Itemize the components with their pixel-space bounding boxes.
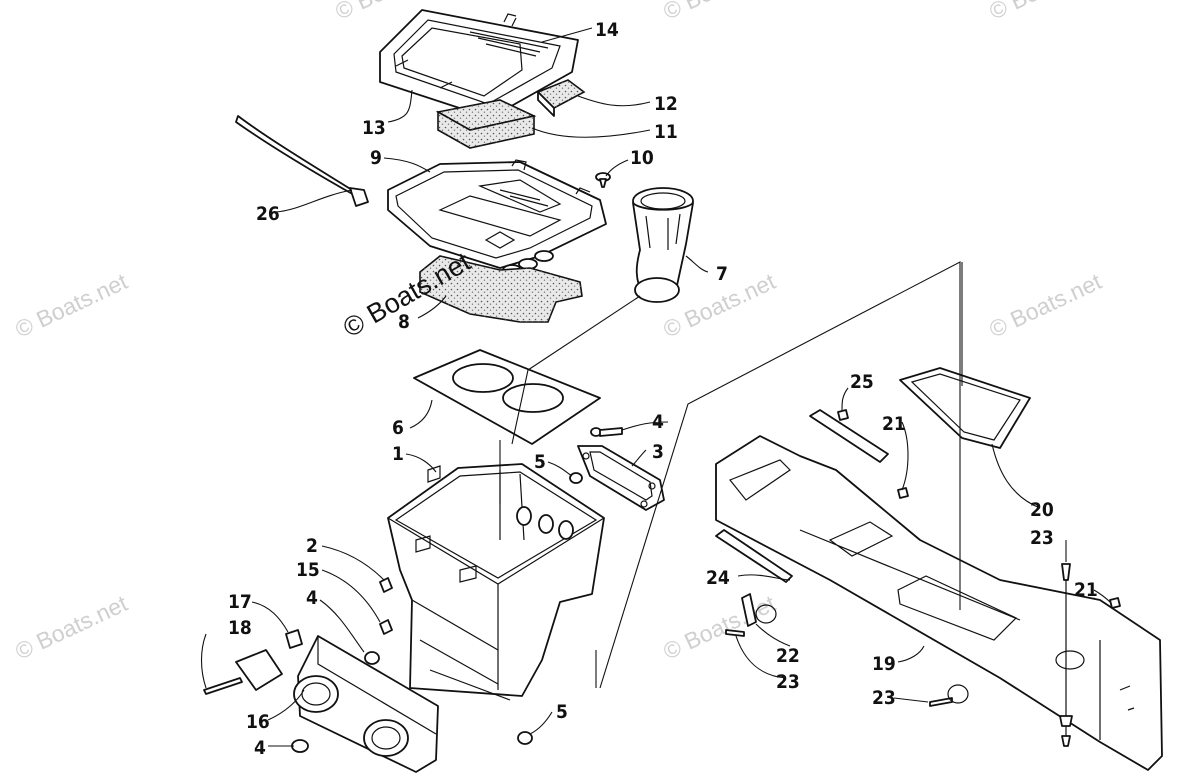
callout-12: 12 xyxy=(654,93,678,115)
callout-9: 9 xyxy=(370,147,382,169)
part-11-filter xyxy=(435,99,537,149)
part-15-nut xyxy=(379,619,393,635)
callout-24: 24 xyxy=(706,567,730,589)
callout-17: 17 xyxy=(228,591,252,613)
callout-23-mid: 23 xyxy=(776,671,800,693)
callout-16: 16 xyxy=(246,711,270,733)
callout-8-number: 8 xyxy=(398,311,410,333)
callout-11: 11 xyxy=(654,121,678,143)
callout-7: 7 xyxy=(716,263,728,285)
callout-5-top: 5 xyxy=(534,451,546,473)
callout-21-top: 21 xyxy=(882,413,906,435)
watermark: © Boats.net xyxy=(985,0,1106,25)
part-4-plug xyxy=(291,651,380,753)
leader-lines xyxy=(200,27,1111,747)
part-7-boot xyxy=(632,187,694,303)
callout-5-bottom: 5 xyxy=(556,701,568,723)
callout-25: 25 xyxy=(850,371,874,393)
callout-20: 20 xyxy=(1030,499,1054,521)
part-20-seal xyxy=(899,367,1031,449)
callout-4-mid: 4 xyxy=(306,587,318,609)
callouts: 14 13 12 11 9 10 26 7 9 14 6 1 4 3 5 2 1… xyxy=(228,19,1098,759)
part-3-flange xyxy=(577,445,665,511)
part-22-spring xyxy=(741,593,777,627)
part-23-bolt xyxy=(725,563,1073,747)
callout-1: 1 xyxy=(392,443,404,465)
assembly-lines xyxy=(499,261,963,689)
callout-3: 3 xyxy=(652,441,664,463)
callout-23-right: 23 xyxy=(1030,527,1054,549)
callout-21-right: 21 xyxy=(1074,579,1098,601)
callout-4-top: 4 xyxy=(652,411,664,433)
callout-14: 14 xyxy=(595,19,619,41)
callout-18: 18 xyxy=(228,617,252,639)
watermark: © Boats.net xyxy=(659,590,780,665)
callout-2: 2 xyxy=(306,535,318,557)
part-26-strap xyxy=(235,115,369,207)
part-14-cover xyxy=(379,9,579,119)
part-17-bushing xyxy=(285,629,303,649)
part-24-bracket xyxy=(715,529,793,583)
part-9-housing xyxy=(387,159,607,276)
callout-23-bottom: 23 xyxy=(872,687,896,709)
part-25-plate xyxy=(809,409,889,463)
part-16-adapter xyxy=(293,635,439,773)
callout-26: 26 xyxy=(256,203,280,225)
watermark: © Boats.net xyxy=(659,0,780,25)
part-19-duct xyxy=(715,435,1163,771)
watermark: © Boats.net xyxy=(985,268,1106,343)
part-8-foam xyxy=(419,255,583,323)
callout-6: 6 xyxy=(392,417,404,439)
callout-19: 19 xyxy=(872,653,896,675)
part-1-airbox xyxy=(387,463,605,701)
part-12-filter xyxy=(536,79,586,117)
watermark: © Boats.net xyxy=(11,268,132,343)
callout-13: 13 xyxy=(362,117,386,139)
callout-15: 15 xyxy=(296,559,320,581)
part-4-screw xyxy=(590,427,623,437)
watermark: © Boats.net xyxy=(11,590,132,665)
part-10-screw xyxy=(595,172,611,188)
part-6-gasket xyxy=(413,349,601,445)
part-5-grommet xyxy=(517,472,583,745)
callout-4-bottom: 4 xyxy=(254,737,266,759)
part-2-spacer xyxy=(379,577,393,593)
part-18-bracket xyxy=(203,649,283,695)
part-21-nut xyxy=(837,409,1121,609)
callout-10: 10 xyxy=(630,147,654,169)
callout-22: 22 xyxy=(776,645,800,667)
